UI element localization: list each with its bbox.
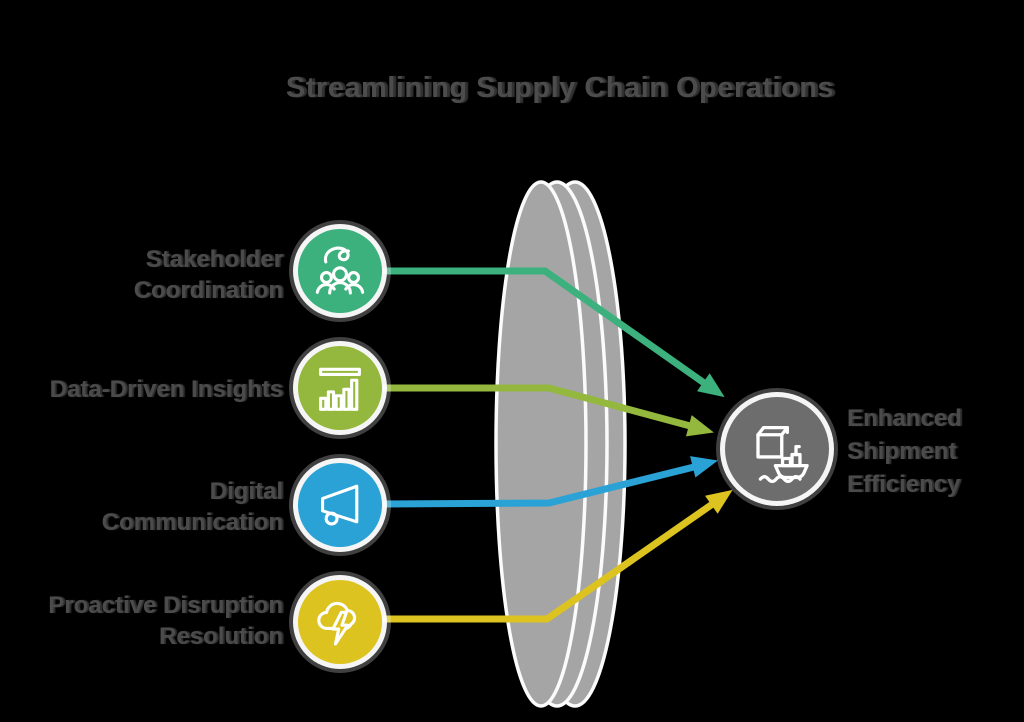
storm-cloud-glyph [317, 601, 357, 646]
group-people-icon [315, 246, 365, 295]
label-digital-communication: Digital Communication [101, 478, 283, 536]
arrowhead-icon [685, 415, 714, 437]
arrow-digital-communication [382, 462, 699, 508]
arrow-stakeholder [383, 267, 710, 388]
package-ship-glyph [756, 425, 809, 484]
arrow-proactive-disruption [383, 500, 716, 623]
cargo-shipment-icon [725, 397, 829, 501]
label-proactive-disruption-resolution: Proactive Disruption Resolution [48, 592, 283, 650]
megaphone-icon [298, 463, 382, 547]
label-stakeholder-coordination: Stakeholder Coordination [133, 246, 283, 304]
flow-arrows [382, 267, 716, 623]
bar-chart-glyph [319, 367, 361, 411]
arrowhead-icon [705, 489, 733, 514]
arrowhead-icon [690, 456, 718, 478]
label-data-driven-insights: Data-Driven Insights [49, 376, 283, 403]
page-title: Streamlining Supply Chain Operations [285, 72, 835, 104]
arrowhead-icon [697, 373, 725, 398]
megaphone-glyph [321, 484, 359, 526]
bar-chart-icon [298, 346, 382, 430]
storm-cloud-icon [298, 580, 382, 664]
team-coordination-icon [298, 229, 382, 313]
arrow-data-driven [383, 384, 695, 431]
funnel-lens [494, 180, 627, 708]
arrow-heads [685, 373, 733, 514]
label-enhanced-shipment-efficiency: Enhanced Shipment Efficiency [847, 405, 962, 498]
